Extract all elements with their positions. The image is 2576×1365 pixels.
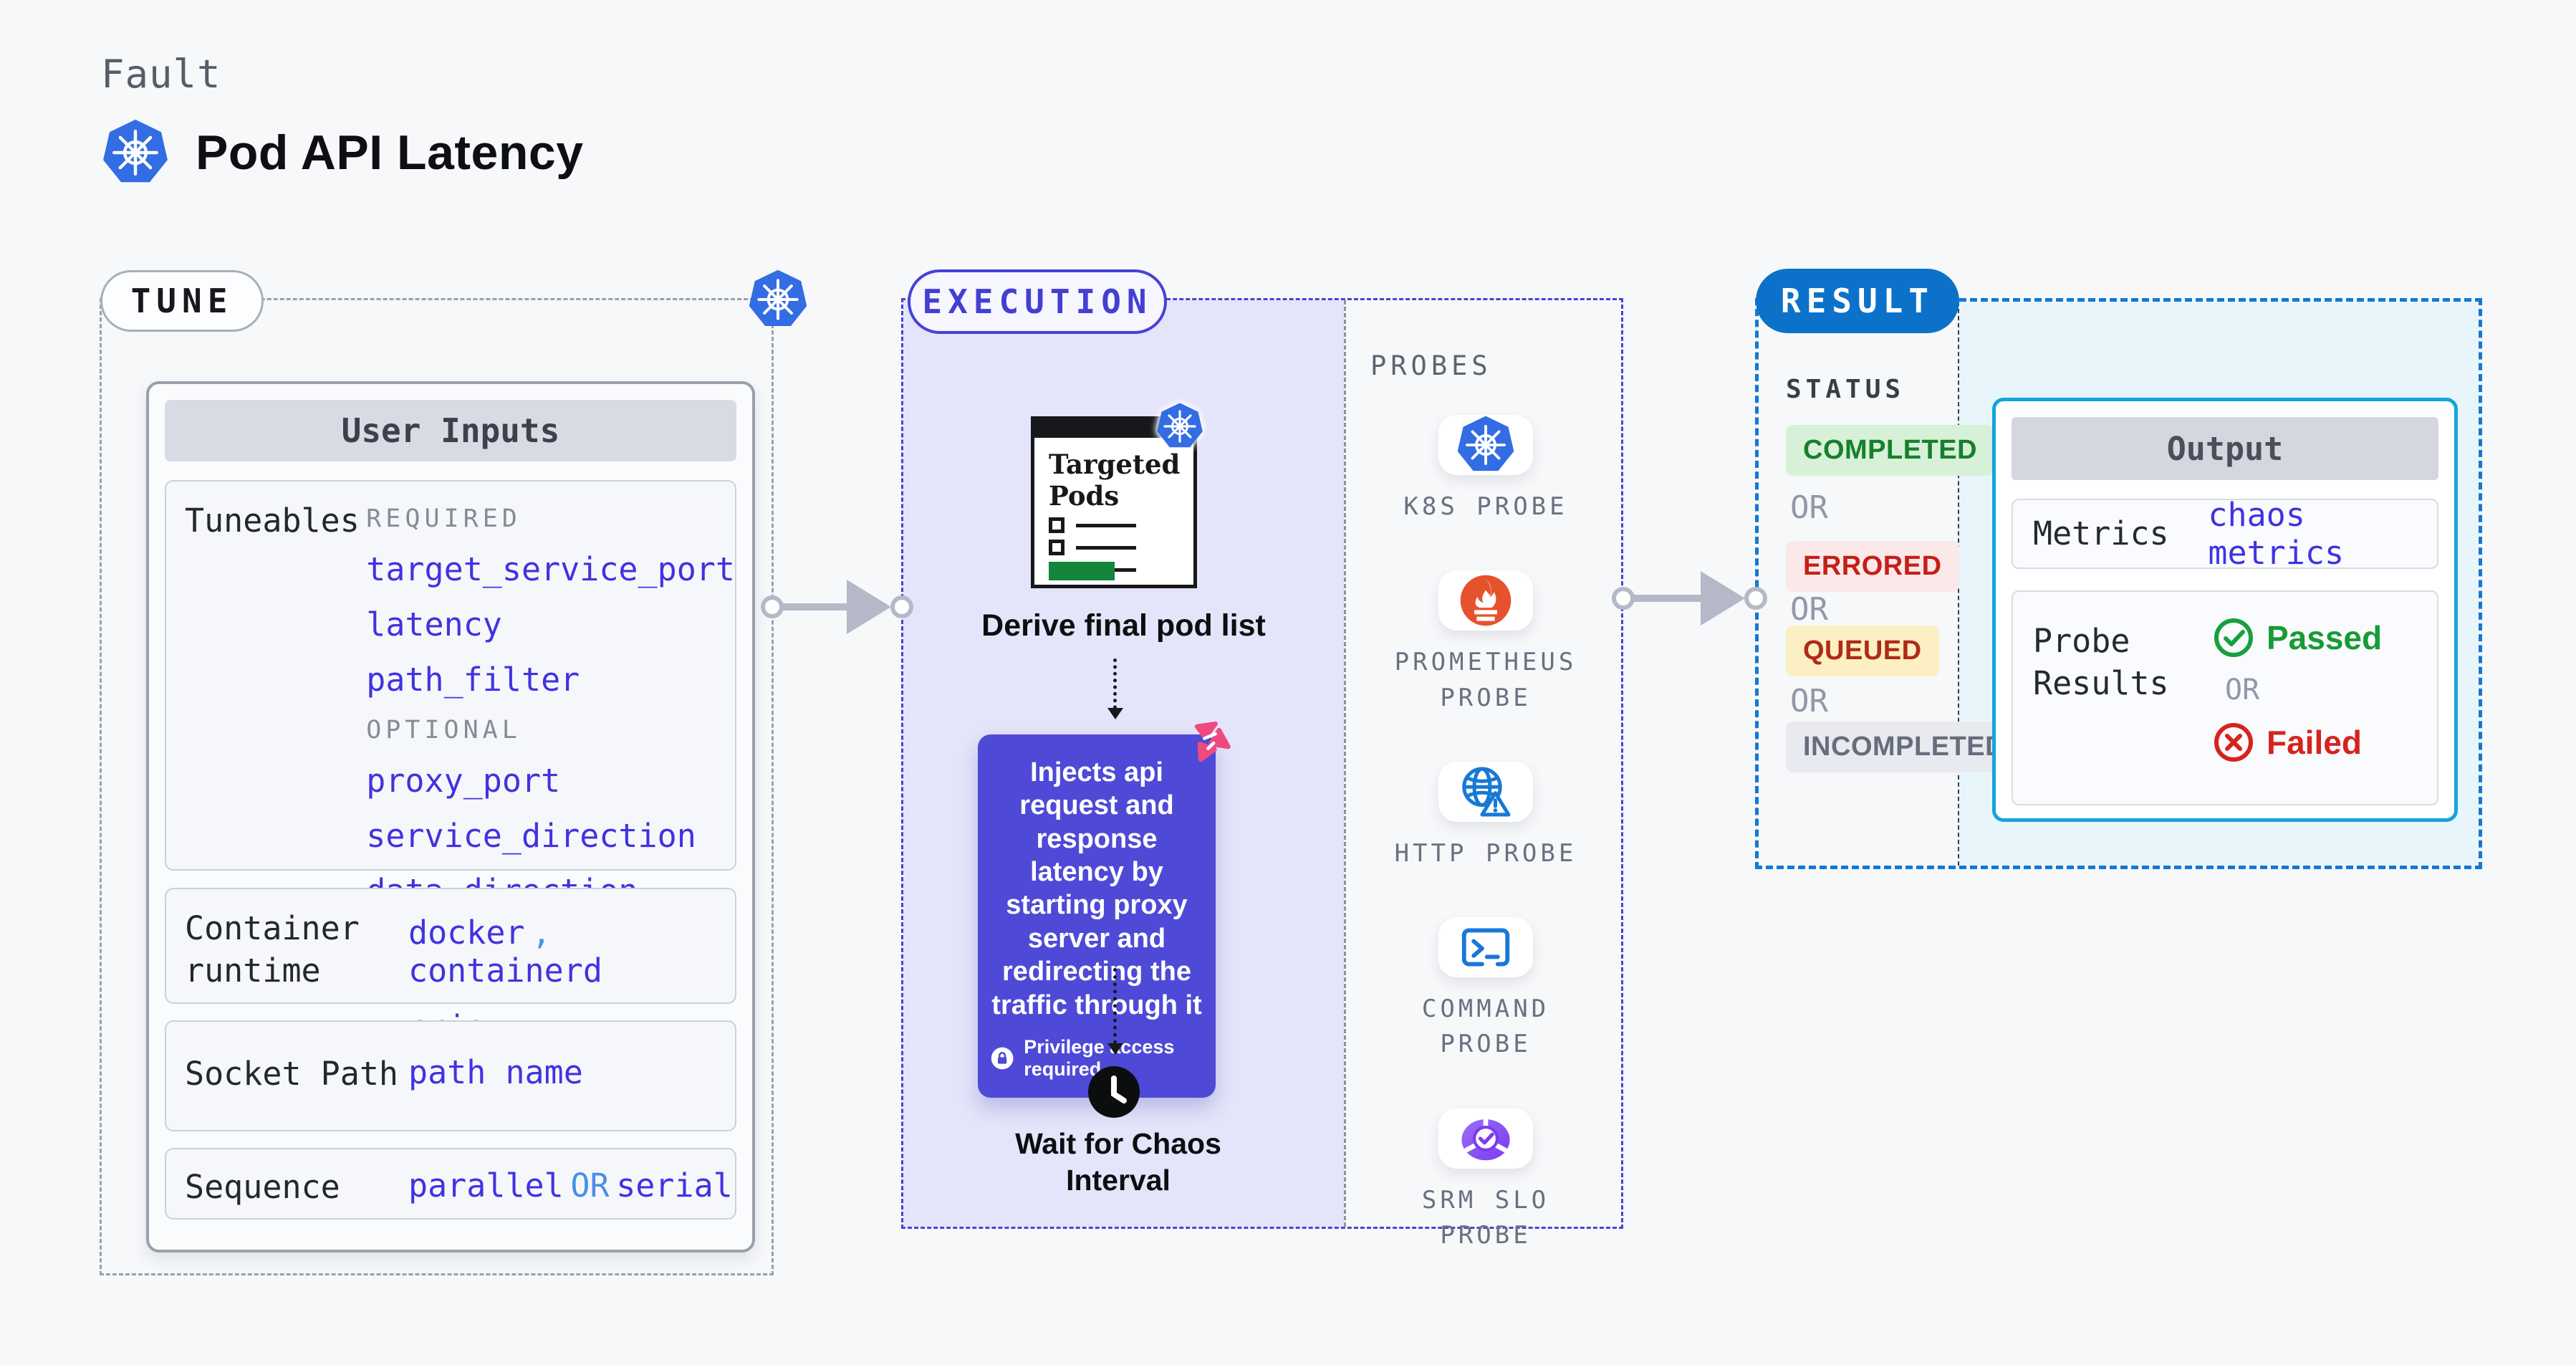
clock-icon bbox=[1088, 1066, 1140, 1118]
targeted-pods-title: Targeted Pods bbox=[1049, 449, 1181, 512]
output-row-metrics: Metrics chaos metrics bbox=[2012, 496, 2438, 572]
inject-description-text: Injects api request and response latency… bbox=[991, 757, 1202, 1020]
page-title-row: Pod API Latency bbox=[101, 113, 584, 192]
probe-card-command bbox=[1438, 917, 1533, 978]
privilege-row: Privilege access required bbox=[991, 1036, 1203, 1081]
tune-to-execution-arrow bbox=[761, 580, 913, 634]
user-inputs-row-sequence: Sequence parallel OR serial bbox=[165, 1148, 736, 1220]
checkbox-icon bbox=[1049, 540, 1064, 555]
required-label: REQUIRED bbox=[366, 504, 522, 533]
tuneables-label: Tuneables bbox=[185, 502, 360, 540]
tuneable-required: latency bbox=[366, 605, 502, 643]
privilege-label: Privilege access required bbox=[1024, 1035, 1175, 1080]
wait-chaos-interval-label: Wait for Chaos Interval bbox=[1015, 1127, 1221, 1197]
passed-row: Passed bbox=[2214, 618, 2382, 658]
list-line bbox=[1076, 523, 1136, 527]
check-circle-icon bbox=[2214, 618, 2253, 657]
or-separator: OR bbox=[2225, 674, 2260, 707]
page-title: Pod API Latency bbox=[196, 125, 584, 180]
failed-row: Failed bbox=[2214, 722, 2382, 762]
kubernetes-icon bbox=[101, 118, 170, 187]
tune-pill: TUNE bbox=[100, 270, 264, 332]
status-badge-queued: QUEUED bbox=[1786, 626, 1939, 676]
checkbox-icon bbox=[1049, 517, 1064, 533]
probe-label: SRM SLO PROBE bbox=[1421, 1185, 1550, 1250]
status-badge-incompleted: INCOMPLETED bbox=[1786, 722, 2023, 772]
down-arrow-icon bbox=[1107, 658, 1123, 719]
socket-path-label: Socket Path bbox=[185, 1055, 399, 1093]
down-arrow-icon bbox=[1107, 968, 1123, 1055]
litmus-chaos-icon bbox=[1194, 721, 1231, 762]
probe-results-label: Probe Results bbox=[2033, 622, 2169, 702]
metrics-label: Metrics bbox=[2033, 514, 2169, 552]
probe-card-prometheus bbox=[1438, 570, 1533, 631]
probe-card-k8s bbox=[1438, 415, 1533, 475]
tuneable-optional: service_direction bbox=[366, 817, 696, 855]
failed-label: Failed bbox=[2267, 724, 2362, 761]
probe-label: HTTP PROBE bbox=[1394, 838, 1577, 868]
probes-divider bbox=[1344, 300, 1346, 1227]
passed-label: Passed bbox=[2267, 619, 2383, 656]
terminal-icon bbox=[1461, 928, 1510, 967]
status-badge-errored: ERRORED bbox=[1786, 541, 1959, 592]
user-inputs-card: User Inputs Tuneables REQUIRED target_se… bbox=[146, 381, 755, 1253]
probe-card-srm-slo bbox=[1438, 1108, 1533, 1169]
output-row-probe-results: Probe Results Passed OR Failed bbox=[2012, 590, 2438, 805]
probe-label: PROMETHEUS PROBE bbox=[1394, 648, 1577, 712]
probe-label: COMMAND PROBE bbox=[1421, 995, 1550, 1059]
sequence-label: Sequence bbox=[185, 1168, 340, 1206]
output-card: Output Metrics chaos metrics Probe Resul… bbox=[1992, 398, 2458, 822]
list-line bbox=[1076, 545, 1136, 550]
or-separator: OR bbox=[1790, 489, 1828, 526]
probes-panel: PROBES K8S PROBE PROMETHEUS PROBE bbox=[1346, 300, 1625, 1250]
container-runtime-values: docker , containerd bbox=[408, 914, 602, 990]
user-inputs-row-socket-path: Socket Path path name bbox=[165, 1020, 736, 1131]
tuneable-required: target_service_port bbox=[366, 550, 735, 588]
arrow-line bbox=[779, 603, 851, 610]
k8s-icon bbox=[1456, 415, 1516, 475]
connector-dot bbox=[1744, 587, 1767, 610]
or-separator: OR bbox=[1790, 591, 1828, 628]
sequence-value: parallel OR serial bbox=[408, 1167, 733, 1204]
lock-icon bbox=[991, 1047, 1014, 1070]
result-section: RESULT STATUS COMPLETED OR ERRORED OR QU… bbox=[1755, 269, 2482, 869]
execution-section: EXECUTION Targeted Pods Derive final pod… bbox=[901, 269, 1625, 1250]
prometheus-icon bbox=[1460, 575, 1512, 626]
output-title: Output bbox=[2012, 417, 2438, 480]
http-globe-warning-icon bbox=[1462, 767, 1511, 817]
tuneable-optional: proxy_port bbox=[366, 762, 561, 800]
inject-description-box: Injects api request and response latency… bbox=[978, 734, 1216, 1098]
probe-card-http bbox=[1438, 761, 1533, 822]
kubernetes-icon bbox=[1155, 402, 1204, 451]
container-runtime-label: Container runtime bbox=[185, 909, 360, 990]
green-progress-bar bbox=[1049, 562, 1115, 580]
arrow-head bbox=[847, 580, 891, 634]
metrics-value: chaos metrics bbox=[2208, 496, 2345, 572]
status-badge-completed: COMPLETED bbox=[1786, 425, 1995, 476]
connector-dot bbox=[890, 595, 913, 618]
derive-pod-list-label: Derive final pod list bbox=[981, 608, 1266, 643]
socket-path-value: path name bbox=[408, 1053, 583, 1091]
connector-dot bbox=[1612, 587, 1635, 610]
probes-title: PROBES bbox=[1370, 350, 1492, 381]
probe-label: K8S PROBE bbox=[1403, 492, 1568, 521]
execution-pill: EXECUTION bbox=[908, 269, 1167, 334]
connector-dot bbox=[761, 595, 784, 618]
tune-section: TUNE User Inputs Tuneables REQUIRED targ… bbox=[100, 298, 774, 1275]
user-inputs-title: User Inputs bbox=[165, 400, 736, 461]
x-circle-icon bbox=[2214, 723, 2253, 762]
or-separator: OR bbox=[1790, 683, 1828, 719]
optional-label: OPTIONAL bbox=[366, 716, 522, 744]
slo-gauge-icon bbox=[1461, 1116, 1510, 1161]
user-inputs-row-tuneables: Tuneables REQUIRED target_service_port l… bbox=[165, 480, 736, 910]
kubernetes-icon bbox=[747, 269, 809, 330]
status-heading: STATUS bbox=[1786, 375, 1905, 404]
fault-eyebrow: Fault bbox=[101, 52, 221, 97]
tuneable-required: path_filter bbox=[366, 661, 580, 699]
user-inputs-row-container-runtime: Container runtime docker , containerd cr… bbox=[165, 888, 736, 1046]
result-pill: RESULT bbox=[1756, 269, 1959, 333]
execution-to-result-arrow bbox=[1612, 571, 1767, 626]
arrow-head bbox=[1701, 571, 1745, 626]
arrow-line bbox=[1630, 595, 1705, 602]
